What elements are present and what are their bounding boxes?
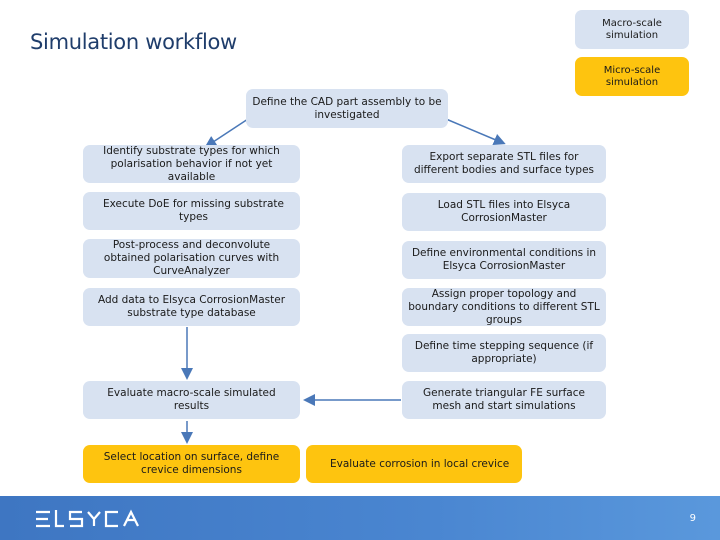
step-label: Evaluate corrosion in local crevice (330, 457, 510, 470)
step-label: Generate triangular FE surface mesh and … (423, 387, 585, 412)
step-label: Identify substrate types for which polar… (103, 144, 280, 183)
step-assign-topology: Assign proper topology and boundary cond… (402, 288, 606, 326)
step-generate-mesh: Generate triangular FE surface mesh and … (402, 381, 606, 419)
step-define-environment: Define environmental conditions in Elsyc… (402, 241, 606, 279)
elsyca-logo-icon (36, 509, 139, 528)
step-label: Load STL files into Elsyca CorrosionMast… (437, 199, 571, 224)
step-label: Define environmental conditions in Elsyc… (411, 247, 597, 272)
step-label: Post-process and deconvolute obtained po… (103, 239, 280, 277)
step-label: Select location on surface, define crevi… (103, 451, 280, 476)
step-label: Evaluate macro-scale simulated results (107, 387, 276, 412)
step-evaluate-corrosion: Evaluate corrosion in local crevice (306, 445, 522, 483)
step-post-process: Post-process and deconvolute obtained po… (83, 239, 300, 278)
step-load-stl: Load STL files into Elsyca CorrosionMast… (402, 193, 606, 231)
step-add-data: Add data to Elsyca CorrosionMaster subst… (83, 288, 300, 326)
legend-micro-scale: Micro-scale simulation (575, 57, 689, 96)
step-export-stl: Export separate STL files for different … (402, 145, 606, 183)
page-number: 9 (689, 513, 696, 524)
step-label: Execute DoE for missing substrate types (103, 198, 284, 223)
step-evaluate-macro: Evaluate macro-scale simulated results (83, 381, 300, 419)
footer-bar: 9 (0, 496, 720, 540)
step-label: Export separate STL files for different … (413, 151, 595, 176)
slide-title: Simulation workflow (30, 30, 237, 54)
legend-macro-scale: Macro-scale simulation (575, 10, 689, 49)
step-identify-substrate: Identify substrate types for which polar… (83, 145, 300, 183)
step-time-stepping: Define time stepping sequence (if approp… (402, 334, 606, 372)
arrow-top-to-left (204, 118, 249, 148)
legend-micro-label: Micro-scale simulation (603, 64, 661, 88)
arrow-top-to-right (445, 118, 506, 146)
legend-macro-label: Macro-scale simulation (602, 17, 662, 41)
step-execute-doe: Execute DoE for missing substrate types (83, 192, 300, 230)
step-define-cad: Define the CAD part assembly to be inves… (246, 89, 448, 128)
step-label: Add data to Elsyca CorrosionMaster subst… (97, 294, 286, 319)
step-label: Assign proper topology and boundary cond… (408, 287, 600, 326)
step-label: Define time stepping sequence (if approp… (414, 340, 594, 365)
step-select-location: Select location on surface, define crevi… (83, 445, 300, 483)
step-define-cad-label: Define the CAD part assembly to be inves… (252, 95, 442, 121)
